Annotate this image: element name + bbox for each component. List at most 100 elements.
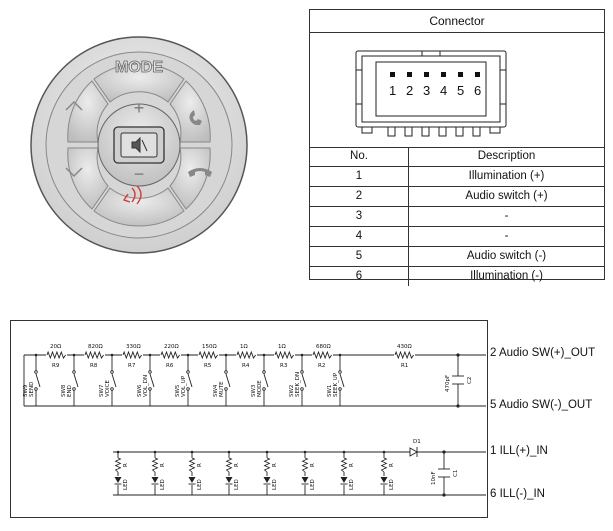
led-resistor (225, 457, 233, 473)
row-description: Illumination (-) (470, 270, 543, 282)
chevron-down-icon (65, 167, 83, 178)
switch-name: VOICE (105, 380, 111, 397)
net-ill-plus: 1 ILL(+)_IN (490, 445, 548, 457)
switch (35, 373, 41, 388)
mute-icon (131, 136, 148, 154)
pin-label-3: 3 (423, 83, 431, 98)
resistor (312, 350, 332, 360)
resistor-value: 330Ω (126, 344, 141, 350)
pin-label-5: 5 (457, 83, 465, 98)
table-row: 2 Audio switch (+) (310, 187, 604, 207)
led (151, 477, 159, 483)
led-resistor (188, 457, 196, 473)
cap-c1-ref: C1 (453, 470, 459, 477)
connector-pins (390, 72, 480, 77)
phone-call-button[interactable] (169, 80, 211, 143)
remote-control-drawing: MODE + − (30, 36, 248, 254)
table-header-row: No. Description (310, 147, 604, 167)
led-resistor (301, 457, 309, 473)
switch-ref: SW1 (327, 385, 333, 397)
led (380, 477, 388, 483)
switch (187, 373, 193, 388)
net-audio-sw-minus: 5 Audio SW(-)_OUT (490, 399, 593, 411)
header-description: Description (477, 150, 536, 162)
switch-name: VOL_UP (181, 375, 187, 397)
resistor-value: 20Ω (50, 344, 61, 350)
row-description: Audio switch (-) (466, 250, 547, 262)
connector-outline (355, 50, 507, 137)
switch (263, 373, 269, 388)
header-no: No. (310, 147, 409, 166)
resistor-value: 680Ω (316, 344, 331, 350)
table-row: 1 Illumination (+) (310, 167, 604, 187)
cap-c1-value: 10nF (431, 471, 437, 485)
switch-ref: SW8 (61, 384, 67, 397)
led-label: LED (272, 479, 278, 490)
led (263, 477, 271, 483)
resistor-ref: R5 (204, 363, 212, 369)
table-row: 5 Audio switch (-) (310, 247, 604, 267)
switch-name: MUTE (219, 381, 225, 397)
led-label: LED (123, 479, 129, 490)
resistor (84, 350, 104, 360)
led-label: LED (160, 479, 166, 490)
switch-ref: SW7 (99, 384, 105, 397)
row-no: 2 (310, 187, 409, 206)
volume-up-label: + (134, 98, 145, 118)
led-resistor-label: R (234, 463, 240, 467)
switch (149, 373, 155, 388)
led-resistor-label: R (123, 463, 129, 467)
switch (339, 373, 345, 388)
pin-label-2: 2 (406, 83, 414, 98)
phone-end-button[interactable] (169, 147, 211, 210)
row-description: Audio switch (+) (465, 190, 548, 202)
connector-drawing: 1 2 3 4 5 6 (310, 32, 604, 148)
led-label: LED (197, 479, 203, 490)
led (225, 477, 233, 483)
resistor-value: 1Ω (278, 344, 286, 350)
resistor (160, 350, 180, 360)
pin-label-1: 1 (389, 83, 397, 98)
resistor-value: 430Ω (397, 344, 412, 350)
resistor-ref: R9 (52, 363, 60, 369)
led-resistor (263, 457, 271, 473)
resistor-ref: R7 (128, 363, 136, 369)
switch (111, 373, 117, 388)
resistor-value: 820Ω (88, 344, 103, 350)
seek-down-button[interactable] (67, 147, 109, 210)
connector-panel: Connector (309, 9, 605, 286)
switch-ref: SW9 (23, 384, 29, 397)
table-row: 4 - (310, 227, 604, 247)
net-audio-sw-plus: 2 Audio SW(+)_OUT (490, 347, 596, 359)
resistor (46, 350, 66, 360)
row-no: 4 (310, 227, 409, 246)
resistor-value: 1Ω (240, 344, 248, 350)
led-resistor (114, 457, 122, 473)
switch-name: SEEK_DN (295, 372, 301, 397)
phone-hangup-icon (188, 168, 212, 177)
seek-up-button[interactable] (67, 80, 109, 143)
resistor (198, 350, 218, 360)
resistor-ref: R3 (280, 363, 288, 369)
diode-d1 (409, 447, 418, 457)
switch-ref: SW3 (251, 384, 257, 397)
led-label: LED (234, 479, 240, 490)
diode-ref: D1 (413, 439, 421, 445)
resistor (394, 350, 414, 360)
switch (73, 373, 79, 388)
led-resistor-label: R (272, 463, 278, 467)
led-resistor (151, 457, 159, 473)
voice-icon (122, 185, 142, 205)
mode-button[interactable] (93, 63, 185, 103)
switch (301, 373, 307, 388)
led-label: LED (310, 479, 316, 490)
table-row: 6 Illumination (-) (310, 267, 604, 286)
led (301, 477, 309, 483)
switch-name: SEEK_UP (333, 372, 339, 397)
voice-button[interactable] (93, 187, 185, 227)
led (340, 477, 348, 483)
led (114, 477, 122, 483)
led-resistor (380, 457, 388, 473)
